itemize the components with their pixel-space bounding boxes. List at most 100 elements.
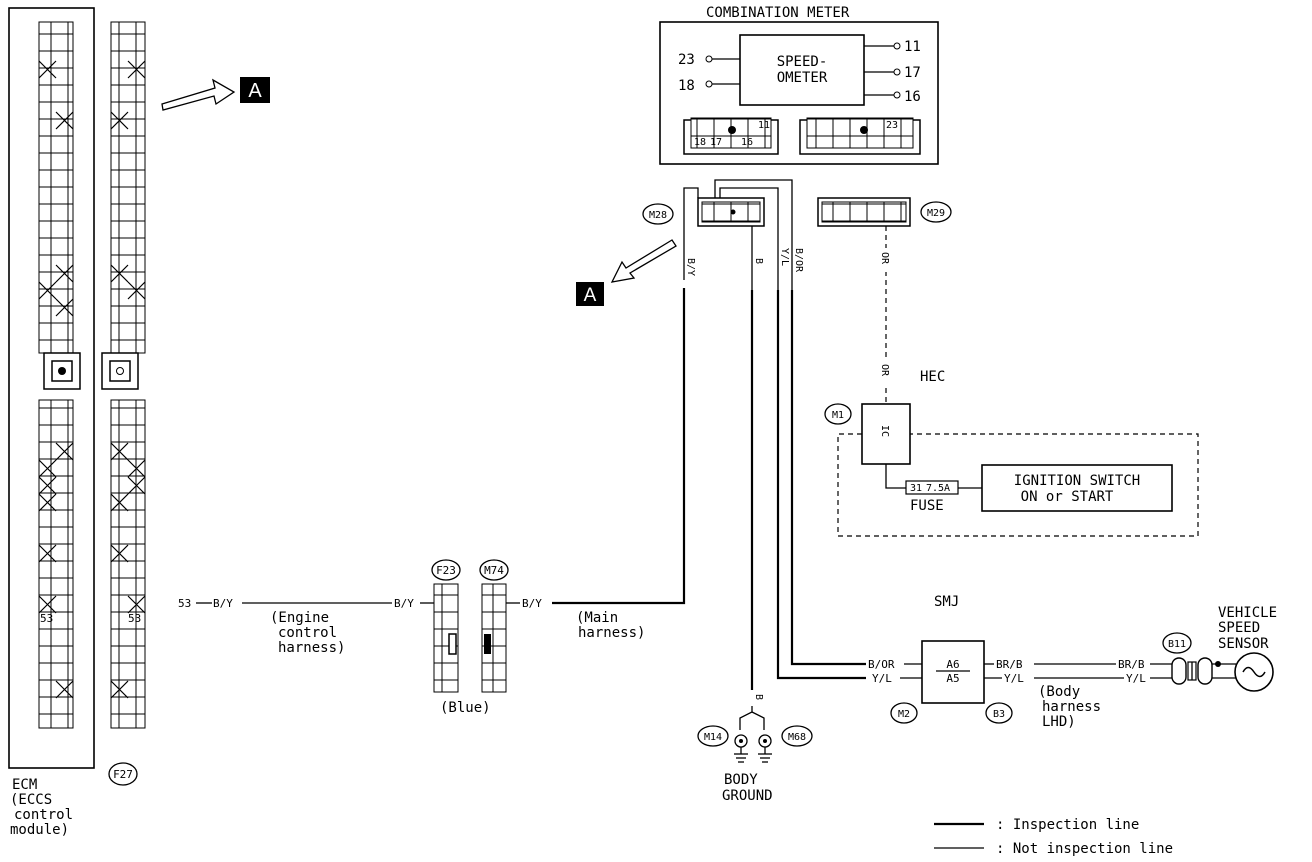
ignition-switch-1: IGNITION SWITCH (1014, 473, 1140, 489)
body-harness-1: (Body (1038, 684, 1080, 700)
term-17-label: 17 (904, 65, 921, 81)
conn-m14-badge (697, 725, 729, 747)
combination-meter-title: COMBINATION METER (706, 5, 850, 21)
term-23-label: 23 (678, 52, 695, 68)
conn-m74-label: M74 (484, 564, 504, 577)
callout-a-label: A (248, 80, 262, 102)
conn-b11-badge (1162, 632, 1192, 654)
meter-connector-right: 23 (799, 117, 921, 155)
sensor-label-1: VEHICLE (1218, 605, 1277, 621)
svg-text:17: 17 (710, 137, 722, 148)
wire-brb-smj-label: BR/B (996, 658, 1023, 671)
main-harness-2: harness) (578, 625, 645, 641)
blue-label: (Blue) (440, 700, 491, 716)
vehicle-speed-sensor-symbol (1234, 652, 1274, 692)
term-16-label: 16 (904, 89, 921, 105)
meter-connector-left: 18 17 16 11 (683, 117, 779, 155)
conn-m68-badge (781, 725, 813, 747)
conn-f23-label: F23 (436, 564, 456, 577)
conn-m1-label: M1 (832, 410, 844, 421)
wire-by-f23-label: B/Y (394, 597, 414, 610)
sensor-label-2: SPEED (1218, 620, 1260, 636)
body-harness-3: LHD) (1042, 714, 1076, 730)
ground-symbol-left (734, 734, 748, 763)
conn-m28-body (683, 179, 793, 290)
svg-text:18: 18 (694, 137, 706, 148)
speedometer-box (739, 34, 865, 106)
sensor-connector (1171, 657, 1236, 685)
body-ground-1: BODY (724, 772, 758, 788)
svg-text:23: 23 (886, 120, 898, 131)
fuse-label: FUSE (910, 498, 944, 514)
wire-bor (790, 290, 866, 666)
wire-yl-smj-label: Y/L (872, 672, 892, 685)
conn-m68-label: M68 (788, 732, 806, 743)
svg-text:16: 16 (741, 137, 753, 148)
conn-b3-label: B3 (993, 709, 1005, 720)
wire-b-label: B (753, 258, 764, 264)
body-ground-2: GROUND (722, 788, 773, 804)
wire-by-main (552, 288, 686, 605)
conn-m14-label: M14 (704, 732, 722, 743)
legend-not-inspection-label: : Not inspection line (996, 841, 1173, 857)
wire-or-label-2: OR (879, 364, 890, 377)
conn-m29-body (817, 197, 911, 227)
conn-m29-badge (920, 201, 952, 223)
ignition-switch-2: ON or START (1021, 489, 1114, 505)
engine-harness-3: harness) (278, 640, 345, 656)
conn-m28-label: M28 (649, 210, 667, 221)
hec-title: HEC (920, 369, 945, 385)
speedometer-label-1: SPEED- (777, 54, 828, 70)
hec-fuse-wire (885, 464, 906, 489)
ground-split-r (751, 711, 765, 730)
hec-ic-box (861, 403, 911, 465)
ecm-pin-53-right: 53 (128, 612, 141, 625)
conn-b11-label: B11 (1168, 639, 1186, 650)
ecm-pin-53-left: 53 (40, 612, 53, 625)
wire-yl-sensor-label: Y/L (1126, 672, 1146, 685)
wire-by-ecm-label: B/Y (213, 597, 233, 610)
ecm-crossed-pins (38, 60, 146, 699)
conn-m2-badge (890, 702, 918, 724)
wire-or-label-1: OR (879, 252, 890, 265)
speedometer-label-2: OMETER (777, 70, 828, 86)
ignition-switch-box (981, 464, 1173, 512)
ecm-label-3: control (14, 807, 73, 823)
hec-dashed-outline (837, 433, 1199, 537)
wire-53-label: 53 (178, 597, 191, 610)
smj-pin-a6: A6 (946, 658, 959, 671)
callout-a2-box (576, 282, 604, 306)
fuse-num: 31 (910, 483, 922, 494)
wire-yl-body-label: Y/L (1004, 672, 1024, 685)
wire-b-ground-label: B (753, 694, 764, 700)
main-harness-1: (Main (576, 610, 618, 626)
callout-a2-label: A (584, 285, 597, 306)
conn-f27-badge (108, 762, 138, 786)
ground-symbol-right (758, 734, 772, 763)
engine-harness-2: control (278, 625, 337, 641)
body-harness-2: harness (1042, 699, 1101, 715)
smj-pin-a5: A5 (946, 672, 959, 685)
wire-brb-sensor-label: BR/B (1118, 658, 1145, 671)
conn-b3-badge (985, 702, 1013, 724)
wire-yl-label: Y/L (779, 248, 790, 266)
conn-f23-badge (431, 559, 461, 581)
conn-f27-label: F27 (113, 768, 133, 781)
svg-text:11: 11 (758, 120, 770, 131)
engine-harness-1: (Engine (270, 610, 329, 626)
ecm-label-1: ECM (12, 777, 37, 793)
conn-m2-label: M2 (898, 709, 910, 720)
conn-m29-label: M29 (927, 208, 945, 219)
ground-split (739, 706, 753, 728)
arrow-m28-to-callout-a (610, 239, 677, 283)
arrow-to-callout-a (161, 78, 236, 111)
hec-ic-label: IC (879, 425, 890, 437)
wire-by-m74-label: B/Y (522, 597, 542, 610)
ecm-label-4: module) (10, 822, 69, 838)
conn-m74-badge (479, 559, 509, 581)
wire-bor-smj-label: B/OR (868, 658, 895, 671)
fuse-rating: 7.5A (926, 483, 950, 494)
wire-yl (776, 290, 866, 680)
smj-box (921, 640, 985, 704)
